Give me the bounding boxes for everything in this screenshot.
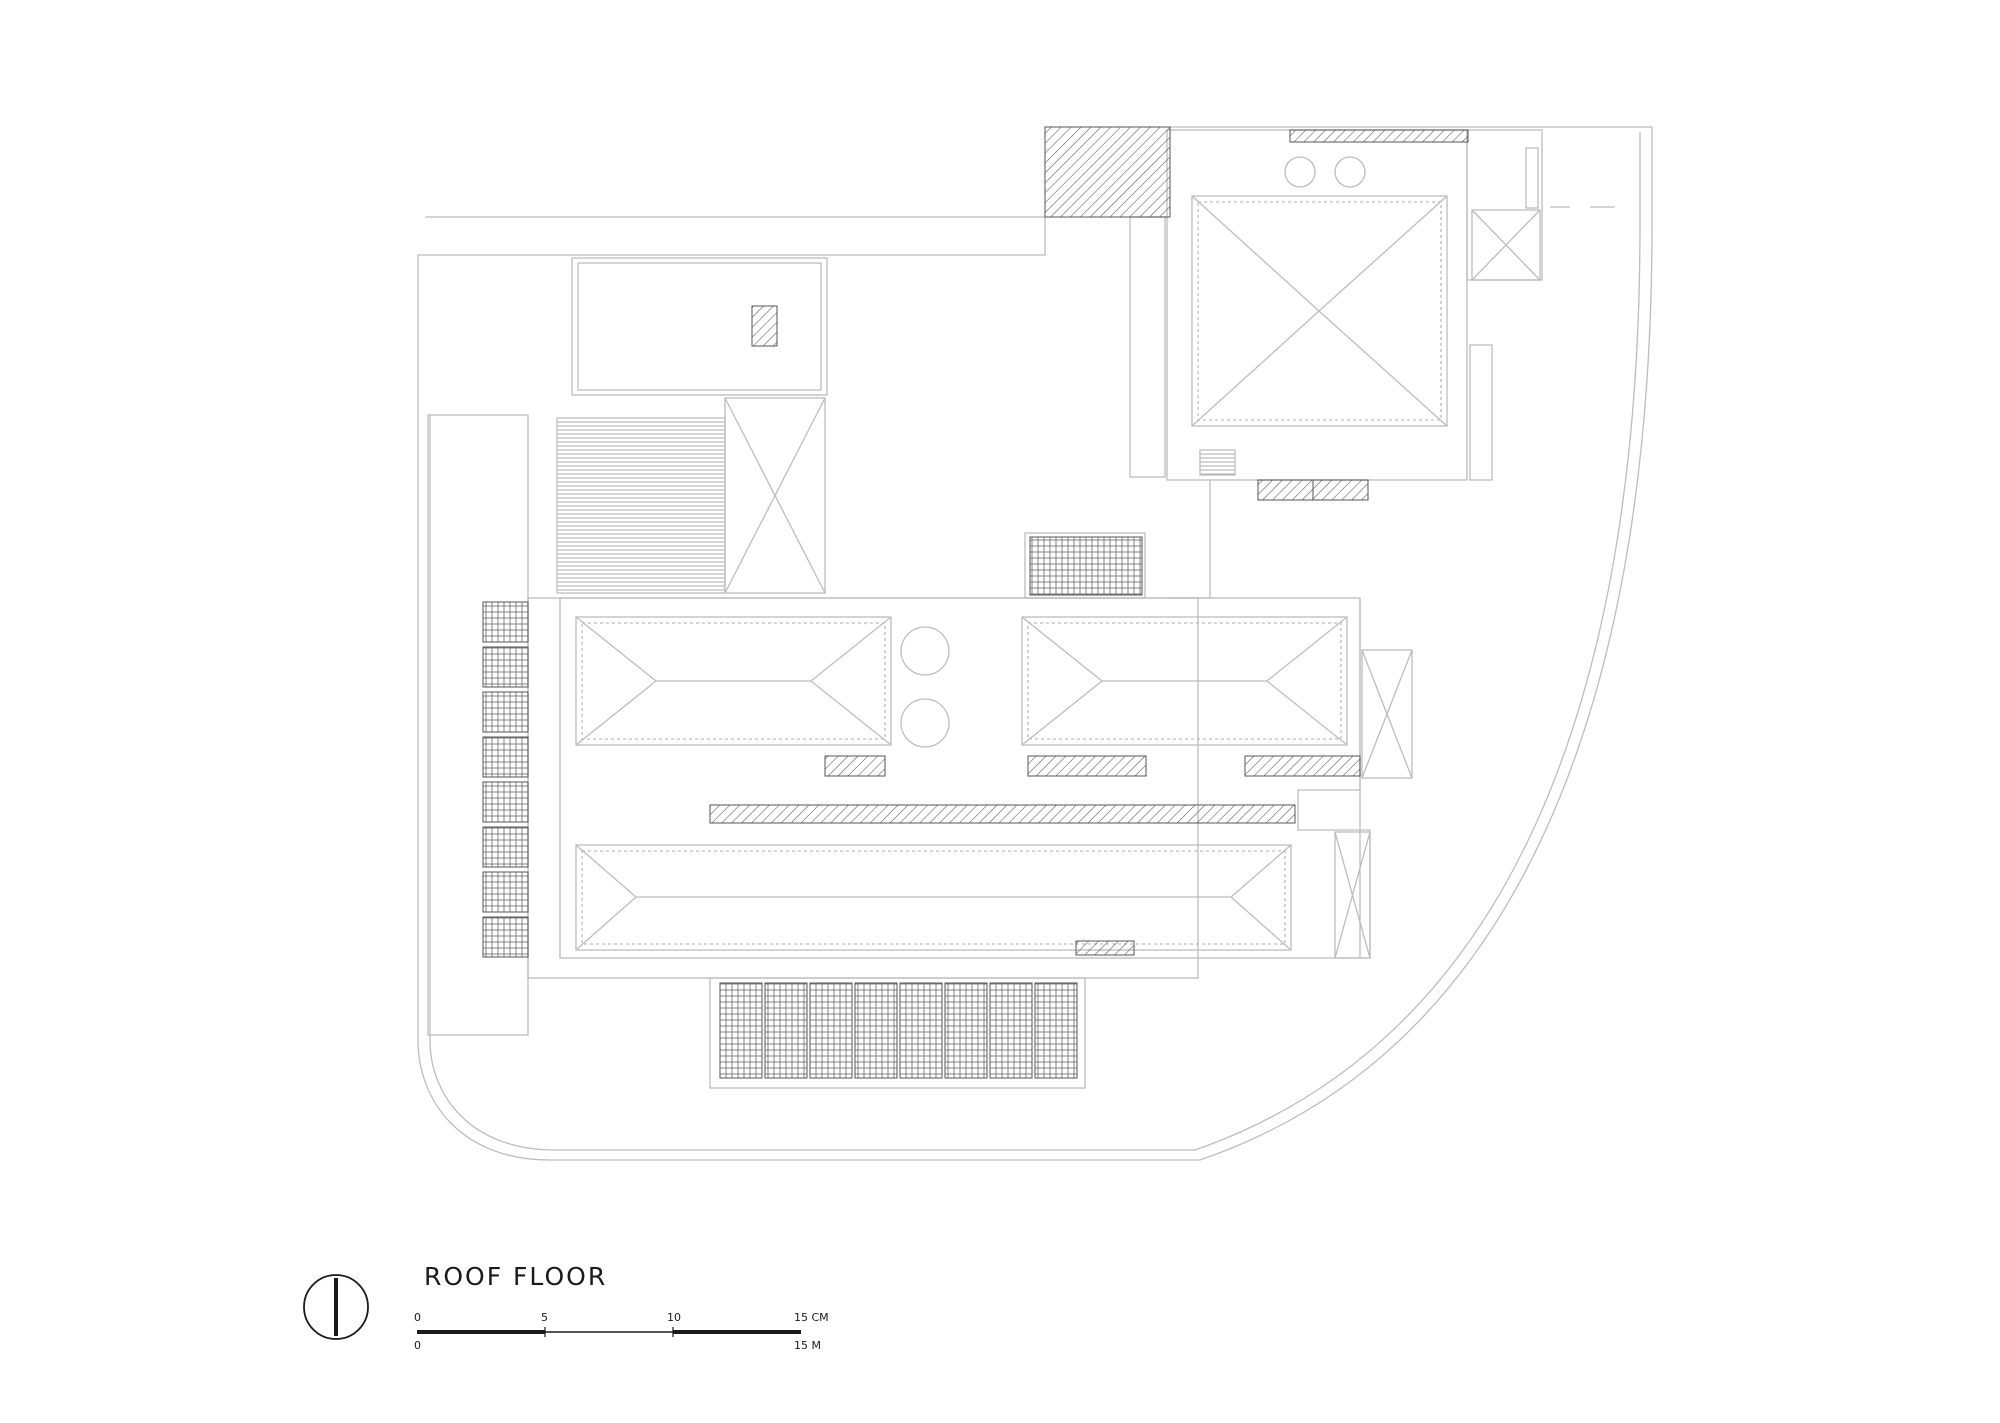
mid-grid-outline [1024, 532, 1146, 599]
ne-tank-2 [1334, 156, 1366, 188]
hatch-bar-long [709, 804, 1296, 824]
site-boundary-inner [429, 132, 1641, 1151]
hatch-bar-2 [1027, 755, 1147, 777]
scale-bar [417, 1327, 801, 1337]
ne-roof-inner [1197, 201, 1442, 421]
south-terrace [709, 977, 1086, 1089]
east-shaft [1466, 129, 1543, 281]
void-box-south [1334, 831, 1371, 959]
hip-roof-2 [1021, 616, 1348, 746]
east-slot-1 [1525, 147, 1539, 209]
scale-tick-10: 10 [667, 1311, 681, 1324]
hatch-strip-top [1289, 129, 1469, 143]
east-shaft-box [1471, 209, 1541, 281]
east-slot-2 [1469, 344, 1493, 481]
scale-tick-0-m: 0 [414, 1339, 421, 1352]
north-west-block-inner [577, 262, 822, 391]
tank-1 [900, 626, 950, 676]
small-stair [1199, 449, 1236, 476]
stair-area [556, 417, 726, 594]
main-roof-inner [559, 597, 1361, 959]
corridor [1129, 216, 1166, 478]
drawing-title: ROOF FLOOR [424, 1262, 608, 1291]
north-arrow-icon [303, 1274, 369, 1340]
hatch-bar-1 [824, 755, 886, 777]
ne-roof [1191, 195, 1448, 427]
hatch-bar-3 [1244, 755, 1361, 777]
stair-hatch-ne [1044, 126, 1171, 218]
main-roof-outline [527, 597, 1199, 979]
scale-tick-5: 5 [541, 1311, 548, 1324]
scale-tick-0: 0 [414, 1311, 421, 1324]
void-box [724, 397, 826, 594]
void-box-east [1361, 649, 1413, 779]
hatch-bar-ne-1 [1257, 479, 1314, 501]
hip-roof-1 [575, 616, 892, 746]
hatch-bar-south [1075, 940, 1135, 956]
hatch-small-nw [751, 305, 778, 347]
site-boundary-outer [417, 127, 1653, 1161]
scale-tick-15cm: 15 CM [794, 1311, 829, 1324]
ne-building [1166, 129, 1468, 481]
north-west-block [571, 257, 828, 396]
grid-panel-mid [1029, 536, 1143, 596]
tank-2 [900, 698, 950, 748]
scale-tick-15m: 15 M [794, 1339, 821, 1352]
hip-roof-3 [575, 844, 1292, 951]
hatch-bar-ne-2 [1312, 479, 1369, 501]
ne-tank-1 [1284, 156, 1316, 188]
site-boundary [417, 216, 1046, 1040]
